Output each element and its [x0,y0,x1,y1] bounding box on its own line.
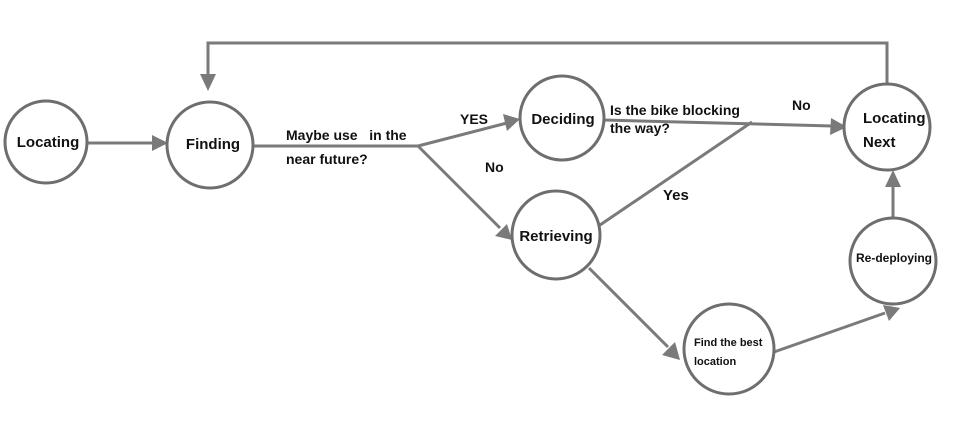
node-retrieving-label: Retrieving [519,228,592,245]
node-redeploying [848,216,938,306]
node-find-best-label-line1: Find the best [694,337,763,349]
node-locating-next [842,82,932,172]
edge-label-bike-blocking-line2: the way? [610,120,670,136]
node-find-best-label-line2: location [694,356,736,368]
edge-label-yes-upper: YES [460,111,488,127]
node-locating-label: Locating [17,134,80,151]
arrowhead-into-locating-next [830,118,847,135]
node-redeploying-label: Re-deploying [856,251,932,265]
edge-label-no-lower: No [485,159,504,175]
edge-retrieving-findbest [587,266,670,349]
edge-split-deciding [417,121,508,148]
edge-label-maybe-use-line2: near future? [286,151,368,167]
arrowhead-into-find-best [662,342,680,360]
node-locating [3,99,89,185]
arrowhead-into-deciding [503,114,520,131]
edge-loop-back [206,41,889,84]
node-deciding-label: Deciding [531,111,594,128]
arrowhead-into-redeploying [883,305,900,321]
node-locating-next-label-line1: Locating [863,110,926,127]
arrowhead-down-into-finding [200,74,216,91]
edge-label-maybe-use-line1: Maybe use in the [286,127,407,143]
edge-findbest-redeploying [773,311,886,354]
arrowhead-into-finding [152,135,168,151]
arrowhead-into-retrieving [495,224,512,240]
arrowhead-up-into-locating-next [885,170,901,187]
node-finding-label: Finding [186,136,240,153]
node-finding [165,100,255,190]
edge-label-yes-lower: Yes [663,187,689,204]
edge-retrieving-yes [599,120,753,227]
node-locating-next-label-line2: Next [863,134,896,151]
edge-deciding-locating-next [603,118,833,128]
node-retrieving [510,189,602,281]
edge-split-retrieving [416,144,502,230]
node-find-best [682,302,776,396]
edge-label-bike-blocking-line1: Is the bike blocking [610,102,740,118]
edge-label-no-upper: No [792,97,811,113]
node-deciding [518,74,606,162]
